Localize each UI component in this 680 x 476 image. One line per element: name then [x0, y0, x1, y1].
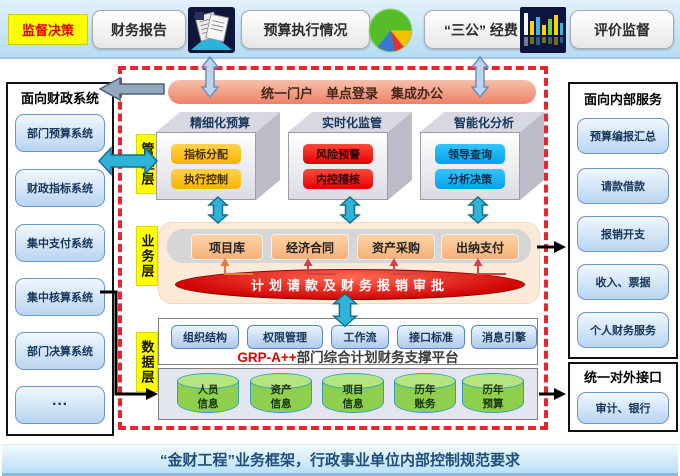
leader-query-item: 领导查询 — [435, 144, 505, 164]
database-cylinder-historical-budget: 历年预算 — [462, 373, 524, 417]
cylinder-top — [322, 373, 384, 389]
box-top-face — [420, 112, 544, 132]
sidebar-item-central-payment-system: 集中支付系统 — [15, 224, 105, 262]
cylinder-label: 人员信息 — [197, 384, 219, 410]
service-item-reimbursement: 报销开支 — [577, 216, 669, 252]
cylinder-label: 历年账务 — [414, 384, 436, 410]
box-title: 智能化分析 — [453, 116, 514, 130]
box-top-face — [156, 112, 280, 132]
intelligent-analysis-box: 智能化分析 领导查询 分析决策 — [420, 112, 544, 200]
cylinder-label: 历年预算 — [482, 384, 504, 410]
box-title: 实时化监管 — [321, 116, 382, 130]
budget-execution-button: 预算执行情况 — [241, 10, 370, 49]
financial-report-button: 财务报告 — [92, 10, 186, 49]
indicator-allocation-item: 指标分配 — [171, 144, 241, 164]
internal-panel-title: 面向内部服务 — [583, 92, 662, 107]
evaluation-supervision-button: 评价监督 — [570, 10, 674, 49]
supervision-decision-badge: 监督决策 — [8, 14, 88, 45]
internal-control-audit-item: 内控稽核 — [303, 169, 373, 189]
database-cylinder-projects: 项目信息 — [322, 373, 384, 417]
box-front-face — [288, 132, 388, 200]
service-item-income-invoices: 收入、票据 — [577, 264, 669, 300]
message-engine-service: 消息引擎 — [471, 325, 537, 349]
box-front-face — [420, 132, 520, 200]
finance-systems-panel: 面向财政系统 部门预算系统 财政指标系统 集中支付系统 集中核算系统 部门决算系… — [6, 82, 114, 436]
management-layer-label: 管理层 — [136, 134, 158, 194]
external-item-audit-bank: 审计、银行 — [577, 392, 669, 424]
databases-box: 人员信息 资产信息 项目信息 历年账务 历年预算 — [158, 368, 538, 420]
data-layer-label: 数据层 — [136, 332, 158, 392]
cylinder-top — [177, 373, 239, 389]
platform-name: 部门综合计划财务支撑平台 — [296, 350, 459, 365]
platform-prefix: GRP-A++ — [237, 350, 297, 365]
service-item-fund-request-loan: 请款借款 — [577, 168, 669, 204]
cylinder-top — [462, 373, 524, 389]
finance-panel-title: 面向财政系统 — [20, 91, 99, 106]
report-document-icon — [188, 7, 235, 53]
database-cylinder-historical-accounts: 历年账务 — [394, 373, 456, 417]
sangong-expense-button: “三公” 经费 — [424, 10, 538, 49]
database-cylinder-personnel: 人员信息 — [177, 373, 239, 417]
external-panel-title: 统一对外接口 — [583, 370, 662, 385]
approval-workflow-ellipse: 计划请款及财务报销审批 — [175, 269, 525, 300]
external-interface-panel: 统一对外接口 审计、银行 — [568, 362, 678, 432]
cylinder-label: 资产信息 — [270, 384, 292, 410]
realtime-supervision-box: 实时化监管 风险预警 内控稽核 — [288, 112, 412, 200]
business-layer-label: 业务层 — [136, 226, 158, 286]
business-modules-bar: 项目库 经济合同 资产采购 出纳支付 — [167, 229, 531, 263]
org-structure-service: 组织结构 — [171, 325, 239, 349]
internal-services-panel: 面向内部服务 预算编报汇总 请款借款 报销开支 收入、票据 个人财务服务 — [568, 82, 678, 359]
bar-chart-icon — [520, 7, 566, 53]
platform-name-line: GRP-A++部门综合计划财务支撑平台 — [159, 346, 537, 366]
refined-budget-box: 精细化预算 指标分配 执行控制 — [156, 112, 280, 200]
service-item-personal-finance: 个人财务服务 — [577, 312, 669, 348]
project-library-module: 项目库 — [191, 234, 263, 260]
economic-contract-module: 经济合同 — [271, 234, 349, 260]
box-front-face — [156, 132, 256, 200]
sidebar-item-ellipsis: ··· — [15, 386, 105, 424]
sidebar-item-central-accounting-system: 集中核算系统 — [15, 278, 105, 316]
service-item-budget-reporting: 预算编报汇总 — [577, 118, 669, 154]
platform-services-box: 组织结构 权限管理 工作流 接口标准 消息引擎 GRP-A++部门综合计划财务支… — [158, 318, 538, 365]
unified-portal-bar: 统一门户 单点登录 集成办公 — [168, 80, 536, 104]
sidebar-item-fiscal-indicator-system: 财政指标系统 — [15, 169, 105, 207]
cylinder-top — [394, 373, 456, 389]
top-toolbar: 监督决策 财务报告 预算执行情况 “三公” 经费 — [0, 0, 680, 59]
interface-standard-service: 接口标准 — [397, 325, 465, 349]
box-top-face — [288, 112, 412, 132]
cylinder-label: 项目信息 — [342, 384, 364, 410]
execution-control-item: 执行控制 — [171, 169, 241, 189]
database-cylinder-assets: 资产信息 — [250, 373, 312, 417]
sidebar-item-dept-budget-system: 部门预算系统 — [15, 114, 105, 152]
cylinder-top — [250, 373, 312, 389]
cashier-payment-module: 出纳支付 — [441, 234, 519, 260]
pie-chart-icon — [368, 8, 413, 53]
risk-warning-item: 风险预警 — [303, 144, 373, 164]
business-layer-container: 项目库 经济合同 资产采购 出纳支付 计划请款及财务报销审批 — [158, 222, 540, 304]
sidebar-item-dept-final-accounts-system: 部门决算系统 — [15, 332, 105, 370]
workflow-service: 工作流 — [331, 325, 389, 349]
asset-procurement-module: 资产采购 — [357, 234, 435, 260]
permission-management-service: 权限管理 — [247, 325, 323, 349]
analysis-decision-item: 分析决策 — [435, 169, 505, 189]
box-title: 精细化预算 — [189, 116, 250, 130]
footer-caption: “金财工程”业务框架，行政事业单位内部控制规范要求 — [2, 444, 678, 476]
